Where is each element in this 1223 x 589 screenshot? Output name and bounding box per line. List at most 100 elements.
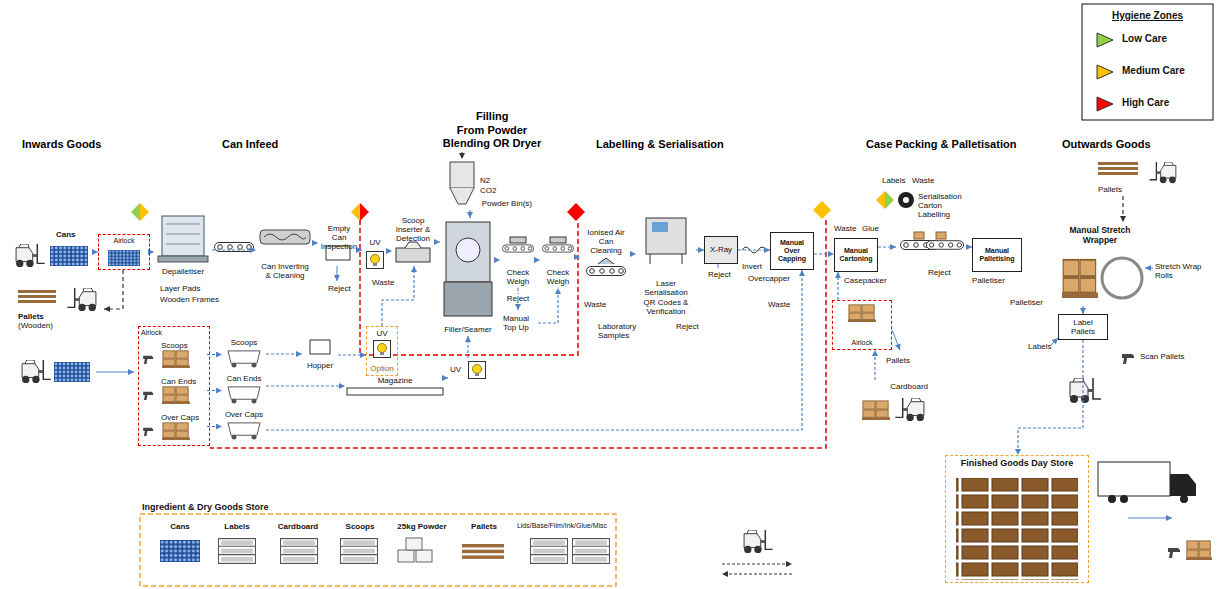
powder-sacks: [398, 538, 432, 562]
truck: [1098, 462, 1196, 503]
flow-connector: [314, 242, 318, 243]
section-heading: Labelling & Serialisation: [596, 138, 724, 151]
node-label: UV: [369, 238, 380, 247]
node-label: UV: [376, 329, 387, 338]
forklift: [895, 398, 924, 421]
equipment-station: Check Weigh: [500, 232, 536, 288]
annotation-label: Palletiser: [1010, 298, 1043, 307]
process-box: Manual Over Capping: [770, 232, 814, 270]
forklift: [22, 360, 51, 383]
storage-area: UVOption: [366, 326, 398, 376]
hygiene-diamond: [131, 203, 140, 221]
cans-stack: [160, 540, 200, 562]
equipment-station: 25kg Powder: [392, 520, 452, 580]
carton-labeller: [898, 192, 914, 208]
filler-seamer: [456, 238, 480, 262]
equipment-station: Can Ends: [222, 372, 266, 406]
node-label: Powder Bin(s): [482, 199, 532, 208]
supply-arrow: [462, 152, 463, 159]
annotation-label: Reject: [676, 322, 699, 331]
hygiene-diamond: [885, 191, 894, 209]
shelf: [531, 539, 568, 564]
legend-frame: [1082, 4, 1213, 120]
node-label: Laser Serialisation QR Codes & Verificat…: [638, 279, 694, 316]
node-label: Finished Goods Day Store: [961, 458, 1074, 468]
node-label: Manual Stretch Wrapper: [1052, 226, 1148, 246]
annotation-label: Waste: [834, 224, 856, 233]
flow-arrow: [722, 564, 792, 565]
node-label: Airlock: [851, 339, 872, 347]
forklift: [1150, 162, 1176, 183]
node-label: 25kg Powder: [397, 522, 446, 531]
annotation-label: Labels: [1028, 342, 1052, 351]
flow-connector: [469, 210, 470, 218]
node-label: Ingredient & Dry Goods Store: [142, 502, 269, 512]
bin-trolley: [228, 387, 260, 404]
bin-trolley: [228, 351, 260, 440]
powder-sacks: [398, 550, 414, 562]
node-label: Airlock: [141, 329, 162, 337]
scoop-inserter: [396, 242, 430, 262]
forklift: [1070, 378, 1101, 403]
forklift: [22, 360, 90, 383]
check-weigher: [510, 237, 526, 243]
powder-bin: [450, 188, 474, 204]
equipment-station: Hopper: [302, 338, 338, 372]
hygiene-diamond: [822, 201, 831, 219]
annotation-label: Pallets: [886, 356, 910, 365]
annotation-label: Waste: [372, 278, 394, 287]
node-label: Can Ends: [161, 377, 196, 386]
flow-arrow: [337, 266, 338, 281]
bin-trolley: [228, 351, 260, 368]
node-label: Manual Palletising: [975, 247, 1019, 263]
annotation-label: Waste: [912, 176, 934, 185]
pallet-stack: [462, 544, 504, 559]
process-box: Manual Palletising: [972, 238, 1022, 272]
pallet-stack: [1098, 162, 1138, 175]
annotation-label: Layer Pads: [160, 284, 200, 293]
laser-serialiser: [646, 218, 686, 264]
powder-bin: [450, 162, 474, 188]
node-label: Airlock: [113, 237, 134, 245]
uv-lamp: [367, 252, 384, 269]
storage-area: Finished Goods Day Store: [945, 455, 1089, 583]
scanner: [143, 392, 153, 400]
carton-labeller: [936, 232, 946, 239]
legend-swatch: [1096, 64, 1114, 80]
flow-arrow: [1128, 517, 1172, 518]
node-label: Cans: [170, 522, 190, 531]
annotation-label: Laboratory Samples: [598, 322, 642, 340]
depalletiser: [162, 216, 204, 256]
laser-serialiser: [650, 254, 682, 264]
flow-connector: [266, 385, 345, 386]
hygiene-diamond: [140, 203, 149, 221]
uv-lamp: [374, 341, 391, 358]
node-label: Manual Cartoning: [837, 247, 875, 263]
flow-connector: [576, 256, 580, 257]
equipment-station: UV: [448, 358, 488, 382]
can-inverter: [260, 230, 310, 244]
powder-sacks: [406, 538, 422, 550]
flow-connector: [266, 353, 302, 354]
connector-label: Reject: [506, 294, 531, 303]
pallet-stack: [18, 290, 56, 303]
section-heading: From Powder Blending OR Dryer: [437, 124, 547, 149]
process-box: Manual Cartoning: [834, 238, 878, 272]
equipment-station: Can Ends: [159, 375, 207, 407]
carton-stack: [162, 423, 190, 440]
check-weigher: [502, 245, 533, 252]
hopper-box: [310, 340, 330, 354]
equipment-station: Manual Top Up: [494, 310, 538, 336]
filler-seamer: [444, 222, 492, 316]
legend-swatch: [1096, 96, 1114, 112]
carton-stack: [1186, 541, 1212, 560]
node-label: Lids/Base/Film/Ink/Glue/Misc: [517, 522, 607, 530]
node-label: Pallets: [1098, 185, 1122, 194]
annotation-label: Glue: [862, 224, 879, 233]
equipment-station: Lids/Base/Film/Ink/Glue/Misc: [512, 520, 612, 580]
node-label: Depalletiser: [162, 267, 204, 276]
carton-stack: [162, 351, 190, 368]
equipment-station: Cans: [152, 520, 208, 580]
depalletiser: [166, 224, 200, 244]
